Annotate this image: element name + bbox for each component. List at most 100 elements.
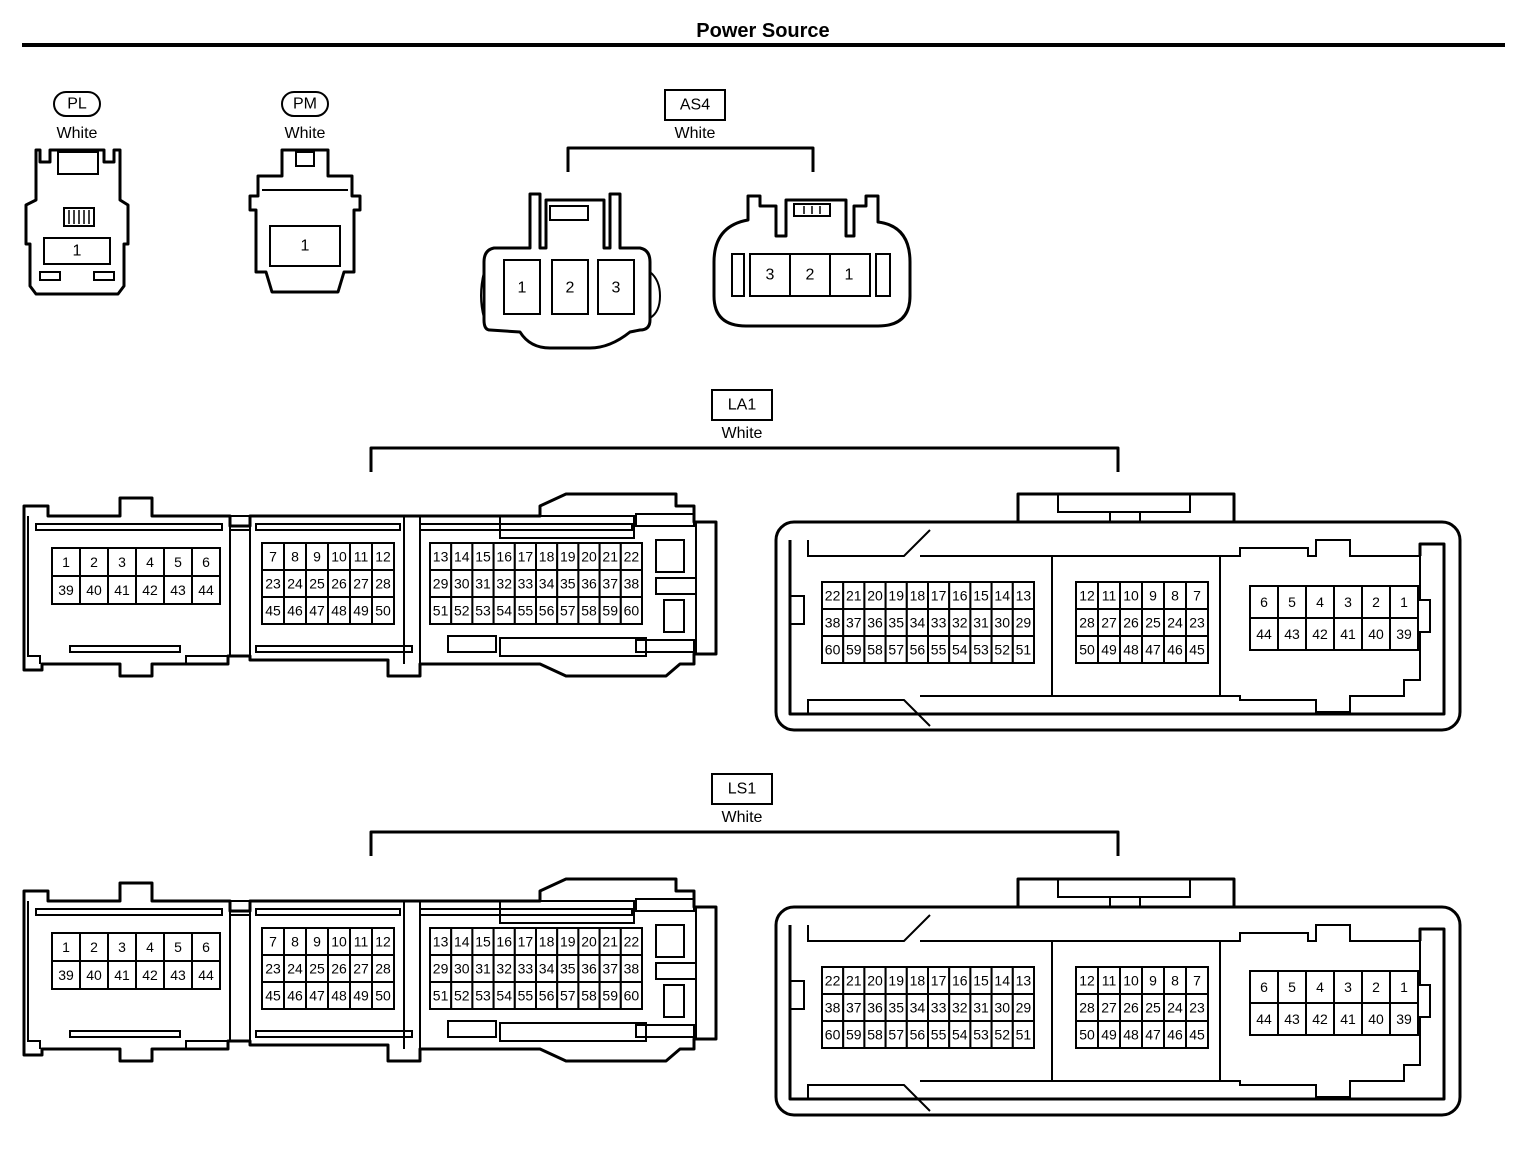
ls1-right-pin-cell-45 — [1185, 1020, 1209, 1049]
ls1-right-pin-cell-43 — [1277, 1002, 1307, 1036]
pm-pin-1: 1 — [301, 238, 310, 255]
la1-left-pin-47: 47 — [309, 603, 325, 619]
ls1-right-pin-32: 32 — [952, 1000, 968, 1016]
ls1-right-pin-2: 2 — [1372, 979, 1380, 995]
ls1-left-pin-47: 47 — [309, 988, 325, 1004]
ls1-left-pin-36: 36 — [581, 961, 597, 977]
la1-housings — [22, 492, 1462, 732]
ls1-right-pin-13: 13 — [1016, 973, 1032, 989]
la1-left-pin-52: 52 — [454, 603, 470, 619]
la1-right-pin-28: 28 — [1079, 615, 1095, 631]
ls1-right-pin-3: 3 — [1344, 979, 1352, 995]
ls1-right-pin-17: 17 — [931, 973, 947, 989]
as4-right-pin-3: 3 — [766, 267, 775, 284]
la1-right-pin-52: 52 — [994, 642, 1010, 658]
ls1-right-pin-47: 47 — [1145, 1027, 1161, 1043]
la1-left-pin-55: 55 — [518, 603, 534, 619]
as4-right-pin-1: 1 — [845, 267, 854, 284]
ls1-left-pin-48: 48 — [331, 988, 347, 1004]
la1-right-pin-2: 2 — [1372, 594, 1380, 610]
ls1-left-pin-49: 49 — [353, 988, 369, 1004]
la1-right-pin-41: 41 — [1340, 626, 1356, 642]
ls1-right-pin-27: 27 — [1101, 1000, 1117, 1016]
pl-pin-cell — [43, 237, 111, 265]
la1-right-pin-30: 30 — [994, 615, 1010, 631]
la1-right-pin-18: 18 — [910, 588, 926, 604]
la1-left-pin-cell-44 — [191, 575, 221, 605]
ls1-right-pin-18: 18 — [910, 973, 926, 989]
ls1-left-pin-42: 42 — [142, 967, 158, 983]
la1-right-pin-26: 26 — [1123, 615, 1139, 631]
la1-right-pin-3: 3 — [1344, 594, 1352, 610]
la1-left-pin-cell-60 — [619, 596, 643, 625]
la1-code-box — [711, 389, 773, 421]
la1-right-pin-11: 11 — [1102, 588, 1117, 604]
ls1-right-pin-cell-39 — [1389, 1002, 1419, 1036]
ls1-left-pin-15: 15 — [475, 934, 491, 950]
ls1-right-pin-10: 10 — [1123, 973, 1139, 989]
ls1-bracket — [369, 830, 1120, 856]
la1-left-pin-44: 44 — [198, 582, 214, 598]
ls1-right-pin-15: 15 — [973, 973, 989, 989]
ls1-right-pin-60: 60 — [825, 1027, 841, 1043]
ls1-right-pin-28: 28 — [1079, 1000, 1095, 1016]
ls1-right-pin-44: 44 — [1256, 1011, 1272, 1027]
la1-right-pin-57: 57 — [888, 642, 904, 658]
la1-left-pin-37: 37 — [602, 576, 618, 592]
ls1-left-pin-7: 7 — [269, 934, 277, 950]
la1-bracket — [369, 446, 1120, 472]
ls1-left-pin-35: 35 — [560, 961, 576, 977]
ls1-left-pin-54: 54 — [496, 988, 512, 1004]
la1-left-pin-38: 38 — [624, 576, 640, 592]
ls1-left-pin-cell-39 — [51, 960, 81, 990]
la1-right-pin-24: 24 — [1167, 615, 1183, 631]
la1-left-pin-30: 30 — [454, 576, 470, 592]
ls1-left-pin-18: 18 — [539, 934, 555, 950]
la1-right-pin-10: 10 — [1123, 588, 1139, 604]
la1-right-pin-15: 15 — [973, 588, 989, 604]
ls1-right-pin-39: 39 — [1396, 1011, 1412, 1027]
la1-left-pin-25: 25 — [309, 576, 325, 592]
la1-right-pin-5: 5 — [1288, 594, 1296, 610]
la1-right-pin-17: 17 — [931, 588, 947, 604]
ls1-left-pin-6: 6 — [202, 939, 210, 955]
ls1-left-pin-28: 28 — [375, 961, 391, 977]
ls1-left-pin-2: 2 — [90, 939, 98, 955]
ls1-right-pin-41: 41 — [1340, 1011, 1356, 1027]
ls1-right-pin-20: 20 — [867, 973, 883, 989]
la1-left-pin-43: 43 — [170, 582, 186, 598]
ls1-left-pin-43: 43 — [170, 967, 186, 983]
la1-right-pin-23: 23 — [1189, 615, 1205, 631]
la1-right-pin-46: 46 — [1167, 642, 1183, 658]
ls1-right-pin-59: 59 — [846, 1027, 862, 1043]
la1-left-pin-15: 15 — [475, 549, 491, 565]
la1-left-pin-33: 33 — [518, 576, 534, 592]
la1-right-pin-cell-40 — [1361, 617, 1391, 651]
pl-housing-outline — [24, 148, 130, 296]
la1-right-pin-21: 21 — [846, 588, 862, 604]
ls1-left-pin-58: 58 — [581, 988, 597, 1004]
ls1-left-pin-17: 17 — [518, 934, 534, 950]
la1-left-pin-46: 46 — [287, 603, 303, 619]
la1-right-pin-58: 58 — [867, 642, 883, 658]
ls1-right-pin-54: 54 — [952, 1027, 968, 1043]
ls1-color-label: White — [722, 809, 763, 826]
pl-code-label: PL — [67, 96, 87, 113]
la1-left-pin-24: 24 — [287, 576, 303, 592]
la1-right-pin-cell-41 — [1333, 617, 1363, 651]
la1-right-pin-60: 60 — [825, 642, 841, 658]
ls1-code-label: LS1 — [728, 781, 757, 798]
la1-right-pin-cell-43 — [1277, 617, 1307, 651]
la1-left-pin-20: 20 — [581, 549, 597, 565]
ls1-left-pin-60: 60 — [624, 988, 640, 1004]
la1-right-pin-42: 42 — [1312, 626, 1328, 642]
la1-right-pin-34: 34 — [910, 615, 926, 631]
la1-right-pin-33: 33 — [931, 615, 947, 631]
as4-right-housing — [712, 194, 912, 328]
ls1-right-pin-34: 34 — [910, 1000, 926, 1016]
la1-right-pin-14: 14 — [994, 588, 1010, 604]
la1-left-pin-31: 31 — [475, 576, 491, 592]
ls1-left-pin-53: 53 — [475, 988, 491, 1004]
ls1-left-pin-cell-60 — [619, 981, 643, 1010]
